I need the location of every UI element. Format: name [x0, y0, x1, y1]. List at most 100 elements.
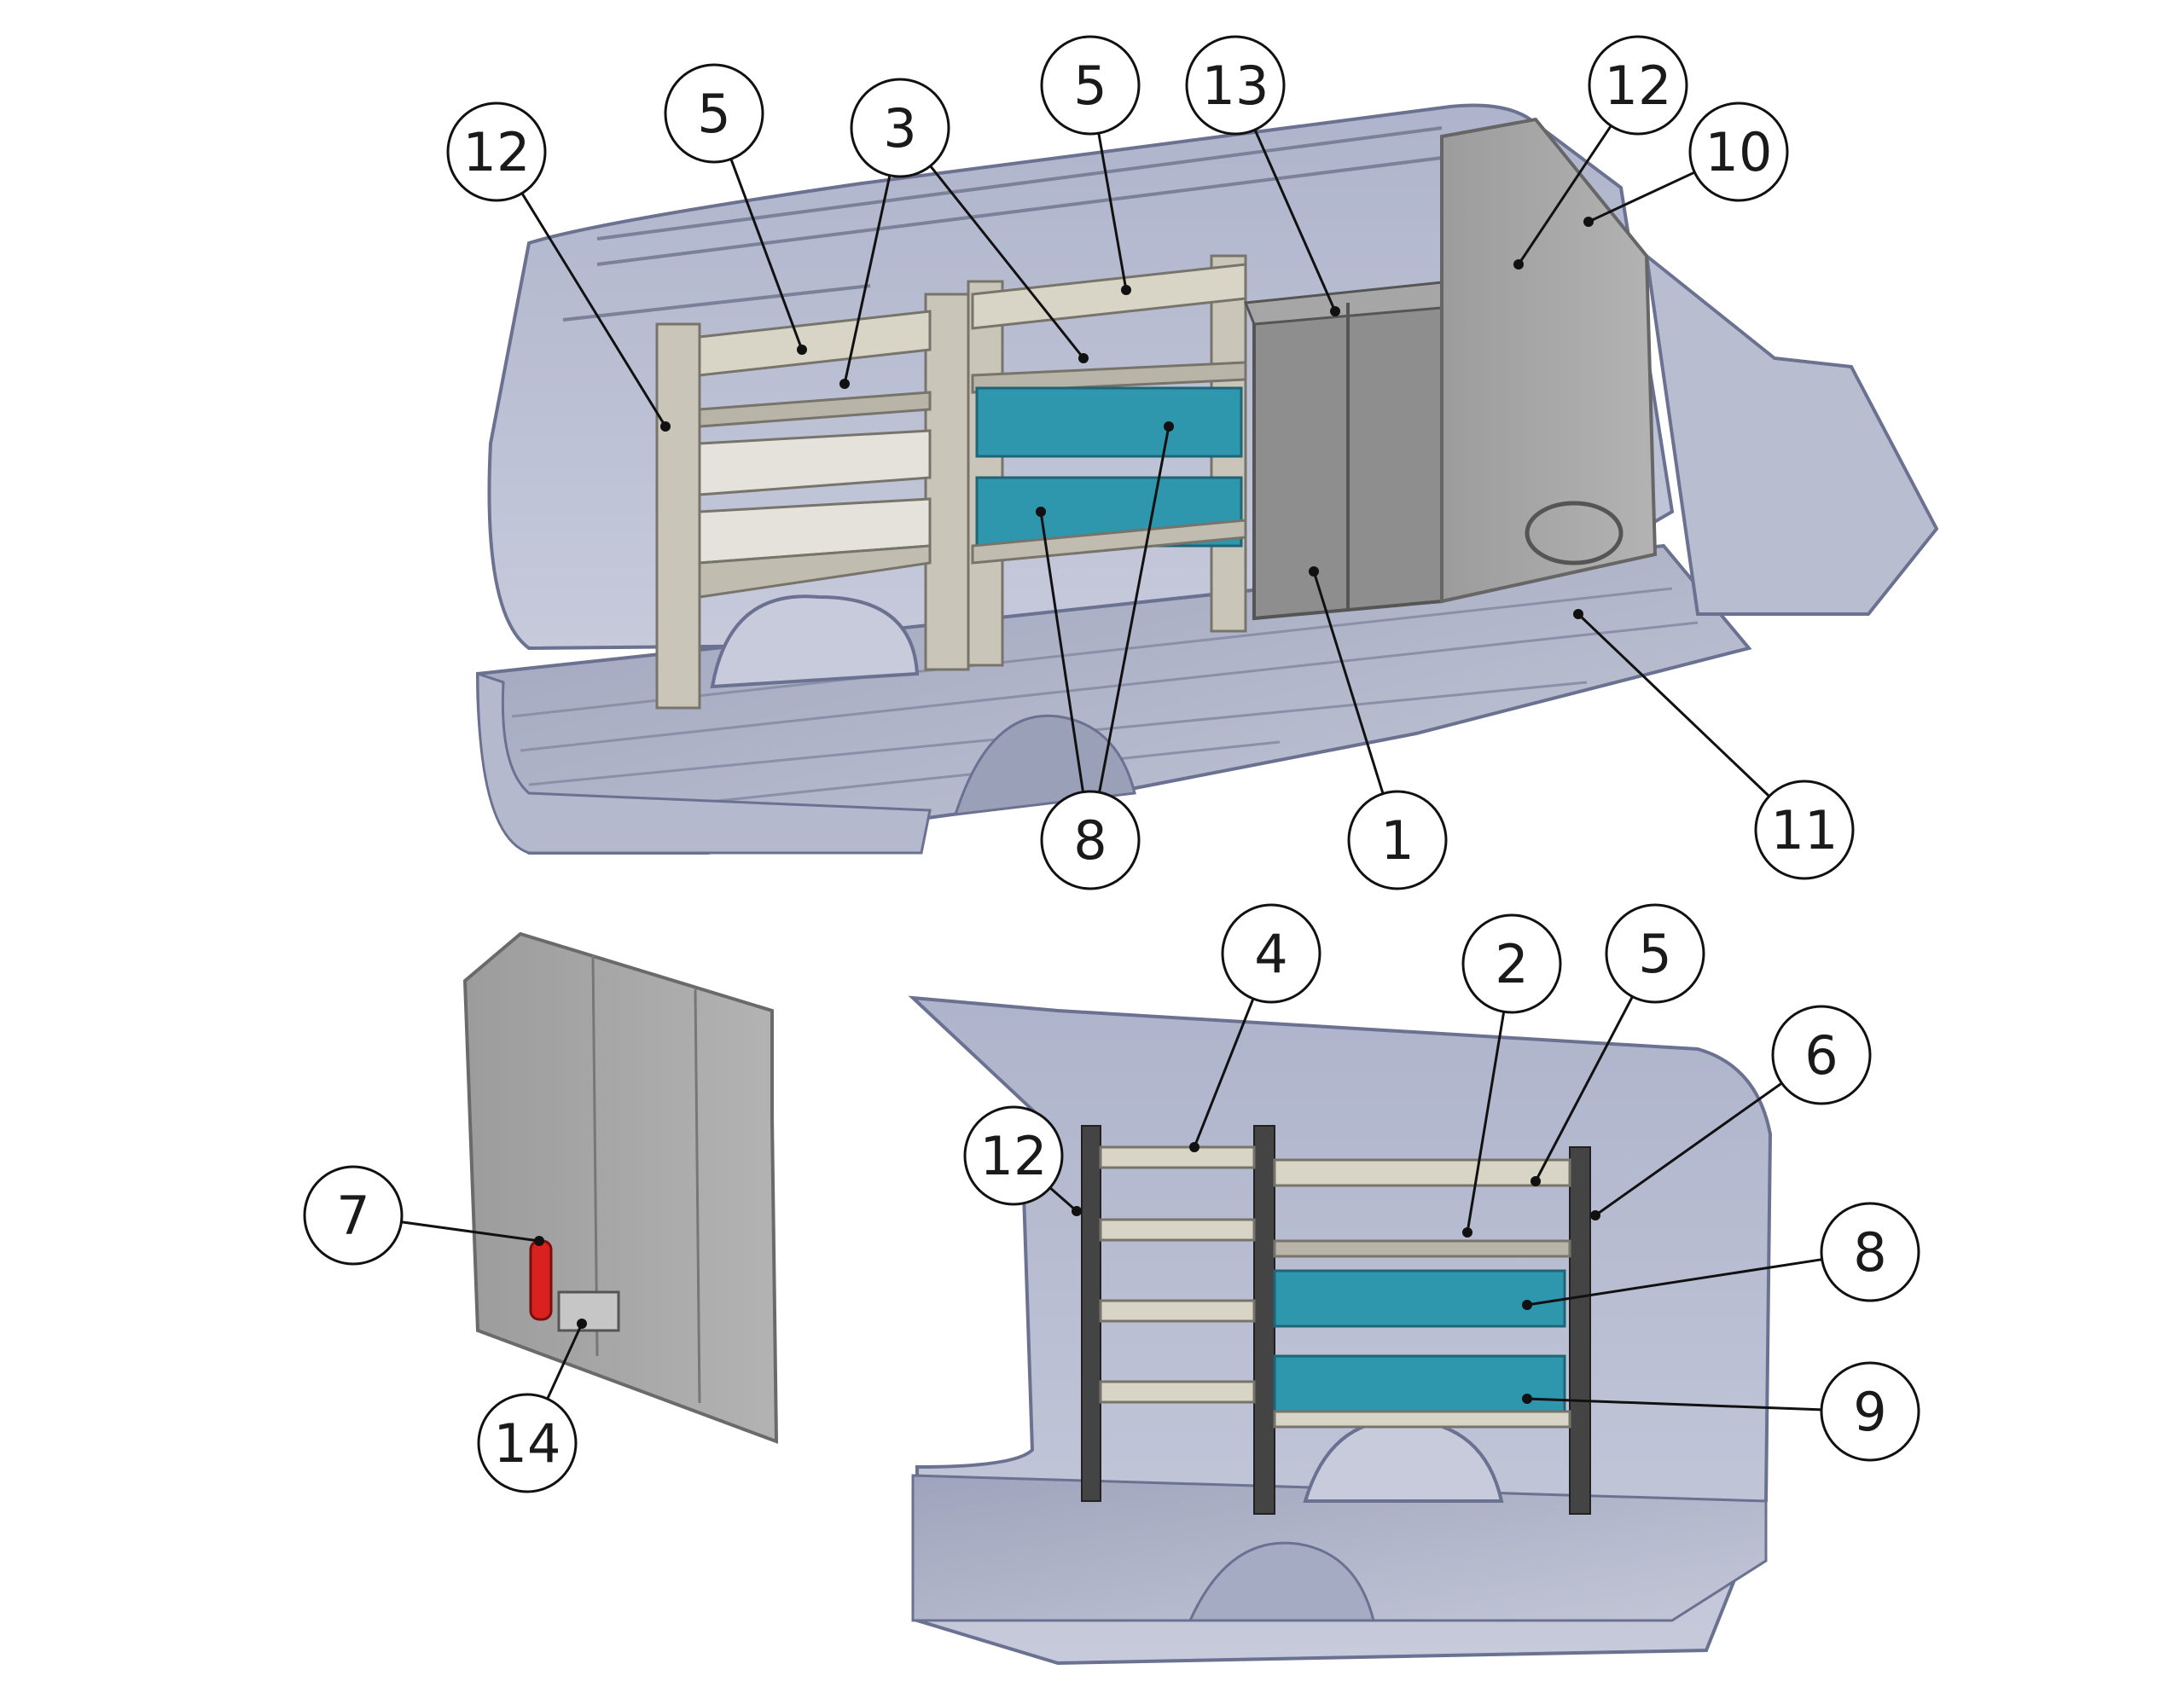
callout-5: 5	[664, 63, 807, 355]
leader-line	[1039, 511, 1084, 792]
callout-label: 10	[1705, 121, 1773, 183]
callout-13: 13	[1185, 35, 1340, 316]
leader-line	[1534, 995, 1634, 1182]
callout-label: 14	[494, 1412, 561, 1475]
callout-circle	[1040, 790, 1141, 890]
callout-label: 4	[1254, 923, 1287, 985]
leader-line	[1577, 612, 1770, 797]
part-bins-upper	[975, 386, 1243, 458]
callout-11: 11	[1573, 609, 1855, 880]
leader-dot	[1078, 353, 1089, 363]
leader-dot	[839, 379, 850, 389]
leader-line	[1594, 1081, 1783, 1217]
callout-8: 8	[1036, 421, 1174, 890]
leader-dot	[577, 1319, 587, 1329]
leader-dot	[1330, 306, 1340, 316]
side-floor	[911, 1474, 1768, 1622]
leader-dot	[1531, 1176, 1541, 1186]
callout-label: 5	[1073, 55, 1107, 117]
leader-line	[401, 1220, 540, 1243]
leader-line	[1517, 125, 1612, 265]
cab-structure	[1644, 252, 1939, 616]
callout-1: 1	[1309, 566, 1448, 890]
callout-8: 8	[1522, 1202, 1920, 1310]
callout-label: 13	[1202, 55, 1269, 117]
callout-label: 8	[1853, 1221, 1886, 1284]
leader-dot	[1583, 217, 1594, 227]
storage-cabinet	[1243, 280, 1452, 621]
callout-12: 12	[963, 1105, 1082, 1216]
leader-dot	[660, 421, 671, 432]
leader-line	[1253, 129, 1337, 312]
callout-circle	[1688, 101, 1789, 202]
floor-ribs	[511, 587, 1699, 820]
callout-label: 7	[336, 1185, 369, 1247]
callout-label: 12	[980, 1125, 1048, 1187]
callout-circle	[664, 63, 764, 164]
callout-label: 2	[1495, 933, 1528, 995]
callout-9: 9	[1522, 1361, 1920, 1462]
callout-circle	[1820, 1361, 1920, 1462]
roof-ribs	[562, 126, 1443, 322]
fire-extinguisher	[529, 1239, 553, 1321]
leader-dot	[1121, 285, 1131, 295]
callout-label: 5	[1638, 923, 1671, 985]
shelving-unit-rear	[655, 293, 970, 710]
leader-line	[1466, 1011, 1506, 1233]
leader-dot	[1590, 1210, 1600, 1220]
leader-dot	[1072, 1206, 1082, 1216]
callout-14: 14	[477, 1319, 587, 1493]
leader-line	[1097, 132, 1128, 291]
callout-label: 11	[1771, 799, 1838, 861]
first-aid-box	[557, 1290, 620, 1332]
callout-label: 12	[1605, 55, 1672, 117]
leader-line	[1312, 571, 1385, 795]
leader-dot	[1513, 259, 1524, 270]
part-bins-lower-side	[1273, 1354, 1566, 1413]
callout-label: 1	[1380, 809, 1414, 872]
wheel-arch-side-lower	[1188, 1541, 1375, 1622]
leader-line	[843, 175, 892, 385]
callout-circle	[963, 1105, 1064, 1206]
leader-line	[1193, 998, 1255, 1148]
callout-circle	[1820, 1202, 1920, 1302]
callout-label: 6	[1804, 1024, 1838, 1087]
callout-7: 7	[303, 1165, 544, 1266]
leader-line	[520, 192, 667, 427]
callout-12: 12	[446, 101, 671, 432]
leader-dot	[1462, 1227, 1472, 1238]
callout-5: 5	[1040, 35, 1141, 295]
wheel-arch-rear	[710, 594, 920, 689]
leader-line	[1588, 171, 1695, 223]
shelving-unit-narrow	[1081, 1125, 1275, 1515]
leader-dot	[1164, 421, 1174, 432]
callout-label: 8	[1073, 809, 1107, 872]
callout-circle	[1588, 35, 1688, 136]
callout-circle	[446, 101, 547, 202]
callout-circle	[850, 78, 950, 178]
leader-dot	[1522, 1300, 1532, 1310]
bulkhead-panel	[462, 931, 779, 1444]
callout-12: 12	[1513, 35, 1688, 270]
leader-dot	[1573, 609, 1583, 619]
callout-label: 5	[697, 83, 730, 145]
leader-dot	[1189, 1142, 1199, 1152]
callout-4: 4	[1189, 903, 1321, 1152]
callout-circle	[303, 1165, 404, 1266]
callout-label: 3	[883, 97, 916, 159]
leader-dot	[534, 1236, 544, 1246]
callout-circle	[1185, 35, 1286, 136]
callout-circle	[1040, 35, 1141, 136]
leader-line	[1526, 1397, 1822, 1412]
shelving-unit-front	[967, 254, 1247, 667]
wheel-arch-front	[953, 714, 1136, 816]
callout-circle	[1754, 780, 1855, 880]
leader-dot	[1522, 1394, 1532, 1404]
leader-line	[1098, 426, 1170, 793]
callout-2: 2	[1461, 913, 1562, 1238]
leader-line	[1526, 1258, 1822, 1307]
leader-line	[929, 165, 1085, 359]
leader-line	[1048, 1186, 1077, 1213]
callout-circle	[1605, 903, 1705, 1004]
